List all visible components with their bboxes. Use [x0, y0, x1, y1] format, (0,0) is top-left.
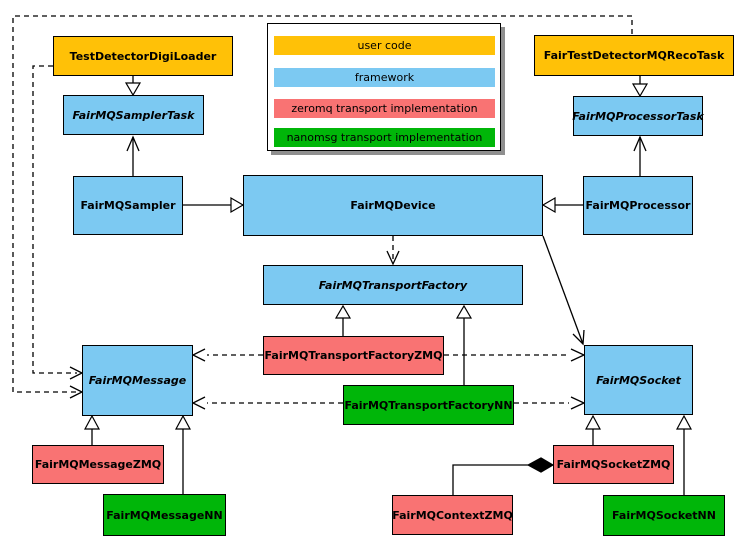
node-fairmqmessagezmq: FairMQMessageZMQ — [32, 445, 164, 484]
node-fairmqsocketnn: FairMQSocketNN — [603, 495, 725, 536]
edge-device-socket — [542, 235, 585, 346]
node-fairmqmessage: FairMQMessage — [82, 345, 193, 416]
node-fairmqsamplertask: FairMQSamplerTask — [63, 95, 204, 135]
node-fairtestdetectormqrecotask: FairTestDetectorMQRecoTask — [534, 35, 734, 76]
edge-transportfactorynn-socket — [514, 396, 586, 410]
legend-item-nanomsg: nanomsg transport implementation — [274, 128, 495, 147]
node-fairmqtransportfactorynn: FairMQTransportFactoryNN — [343, 385, 514, 425]
edge-transportfactoryzmq-transportfactory — [334, 304, 352, 336]
node-fairmqtransportfactory: FairMQTransportFactory — [263, 265, 523, 305]
edge-transportfactorynn-message — [191, 396, 343, 410]
node-fairmqprocessortask: FairMQProcessorTask — [572, 96, 704, 136]
node-fairmqtransportfactoryzmq: FairMQTransportFactoryZMQ — [263, 336, 444, 375]
edge-digiloader-samplertask — [124, 76, 142, 97]
edge-contextzmq-socketzmq — [452, 457, 555, 495]
edge-socketzmq-socket — [584, 414, 602, 445]
legend: user code framework zeromq transport imp… — [267, 23, 501, 151]
node-fairmqsocketzmq: FairMQSocketZMQ — [553, 445, 674, 484]
edge-messagezmq-message — [83, 414, 101, 445]
edge-transportfactoryzmq-socket — [444, 348, 586, 362]
node-fairmqdevice: FairMQDevice — [243, 175, 543, 236]
node-fairmqprocessor: FairMQProcessor — [583, 176, 693, 235]
node-fairmqmessagenn: FairMQMessageNN — [103, 494, 226, 536]
edge-sampler-samplertask — [126, 135, 140, 176]
legend-item-framework: framework — [274, 68, 495, 87]
edge-messagenn-message — [174, 414, 192, 494]
edge-socketnn-socket — [675, 414, 693, 495]
legend-item-zeromq: zeromq transport implementation — [274, 99, 495, 118]
edge-device-transportfactory — [386, 236, 400, 266]
edge-transportfactoryzmq-message — [191, 348, 263, 362]
edge-sampler-device — [183, 196, 245, 214]
edge-recotask-processortask — [631, 76, 649, 98]
edge-processor-processortask — [633, 135, 647, 176]
node-testdetectordigiloader: TestDetectorDigiLoader — [53, 36, 233, 76]
edge-transportfactorynn-transportfactory — [455, 304, 473, 385]
legend-item-user-code: user code — [274, 36, 495, 55]
edge-processor-device — [541, 196, 583, 214]
node-fairmqsocket: FairMQSocket — [584, 345, 693, 415]
node-fairmqsampler: FairMQSampler — [73, 176, 183, 235]
node-fairmqcontextzmq: FairMQContextZMQ — [392, 495, 513, 535]
